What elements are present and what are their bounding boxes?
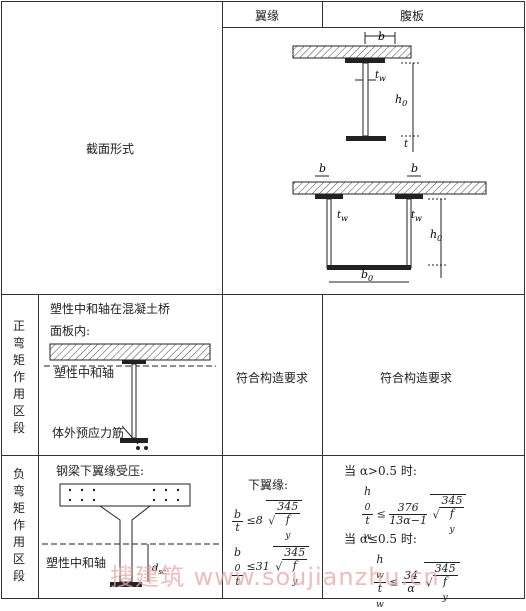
- negative-section-diagram: dsc: [42, 483, 220, 587]
- positive-plastic-axis: 塑性中和轴: [54, 366, 115, 380]
- bottom-flange-2: [327, 265, 411, 270]
- negative-note: 钢梁下翼缘受压:: [56, 464, 145, 478]
- section-form-label: 截面形式: [86, 142, 135, 156]
- header-flange: 翼缘: [255, 9, 280, 23]
- concrete-deck-2: [292, 181, 487, 195]
- positive-web-requirement: 符合构造要求: [380, 371, 453, 385]
- condition-alpha-gt: 当 α>0.5 时:: [344, 464, 417, 478]
- condition-alpha-le: 当 α≤0.5 时:: [344, 532, 417, 546]
- svg-text:h0: h0: [430, 228, 442, 243]
- bottom-flange-label: 下翼缘:: [248, 478, 289, 492]
- table-border-bottom: [1, 598, 525, 599]
- svg-text:b: b: [319, 162, 326, 175]
- top-flange-1: [345, 58, 385, 63]
- concrete-deck-1: [292, 45, 412, 59]
- header-web: 腹板: [400, 9, 425, 23]
- positive-prestress: 体外预应力筋: [52, 426, 125, 440]
- svg-text:tw: tw: [337, 210, 348, 223]
- dim-tw-1: tw: [375, 70, 386, 83]
- positive-section-diagram: [44, 343, 216, 450]
- svg-text:b: b: [411, 162, 418, 175]
- col-rule-2: [322, 294, 323, 599]
- bottom-flange-1: [346, 136, 386, 141]
- svg-text:tw: tw: [411, 210, 422, 223]
- table-border-right: [524, 1, 525, 599]
- web-1: [362, 62, 369, 137]
- top-flange-2b: [395, 194, 423, 199]
- positive-note-line1: 塑性中和轴在混凝土桥: [50, 302, 171, 316]
- col-rule-label: [38, 294, 39, 599]
- web-2a: [326, 198, 332, 269]
- dim-b0: b0: [361, 268, 373, 283]
- negative-moment-label: 负弯矩作用区段: [12, 467, 25, 583]
- col-rule-1: [222, 1, 223, 599]
- table-border-top: [1, 1, 525, 2]
- positive-moment-label: 正弯矩作用区段: [12, 319, 25, 435]
- col-rule-2-header: [322, 1, 323, 28]
- row-rule-1: [1, 294, 525, 295]
- svg-text:t: t: [404, 139, 409, 150]
- dim-b-1: b: [378, 30, 385, 43]
- row-rule-2: [1, 455, 525, 456]
- dim-h0-1: h0: [395, 93, 407, 108]
- section-diagram: b tw h0 t b b tw tw h0 b0: [292, 30, 487, 283]
- watermark: 搜建筑 www.soujianzhu.cn: [110, 563, 440, 591]
- top-flange-2a: [315, 194, 343, 199]
- table-border-left: [1, 1, 2, 599]
- negative-plastic-axis: 塑性中和轴: [46, 556, 107, 570]
- header-rule: [222, 27, 524, 28]
- positive-note-line2: 面板内:: [50, 324, 91, 338]
- positive-flange-requirement: 符合构造要求: [236, 371, 309, 385]
